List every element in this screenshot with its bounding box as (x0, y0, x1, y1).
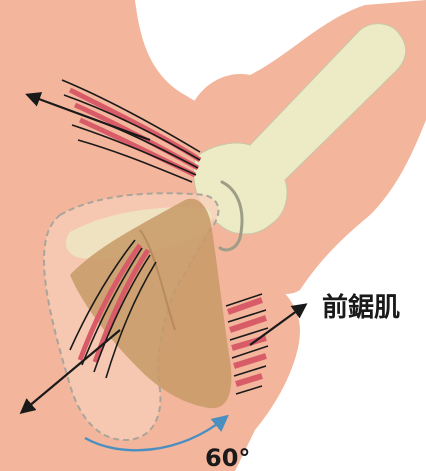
rotation-angle-label: 60° (205, 444, 250, 471)
serratus-anterior-label: 前鋸肌 (322, 292, 400, 323)
